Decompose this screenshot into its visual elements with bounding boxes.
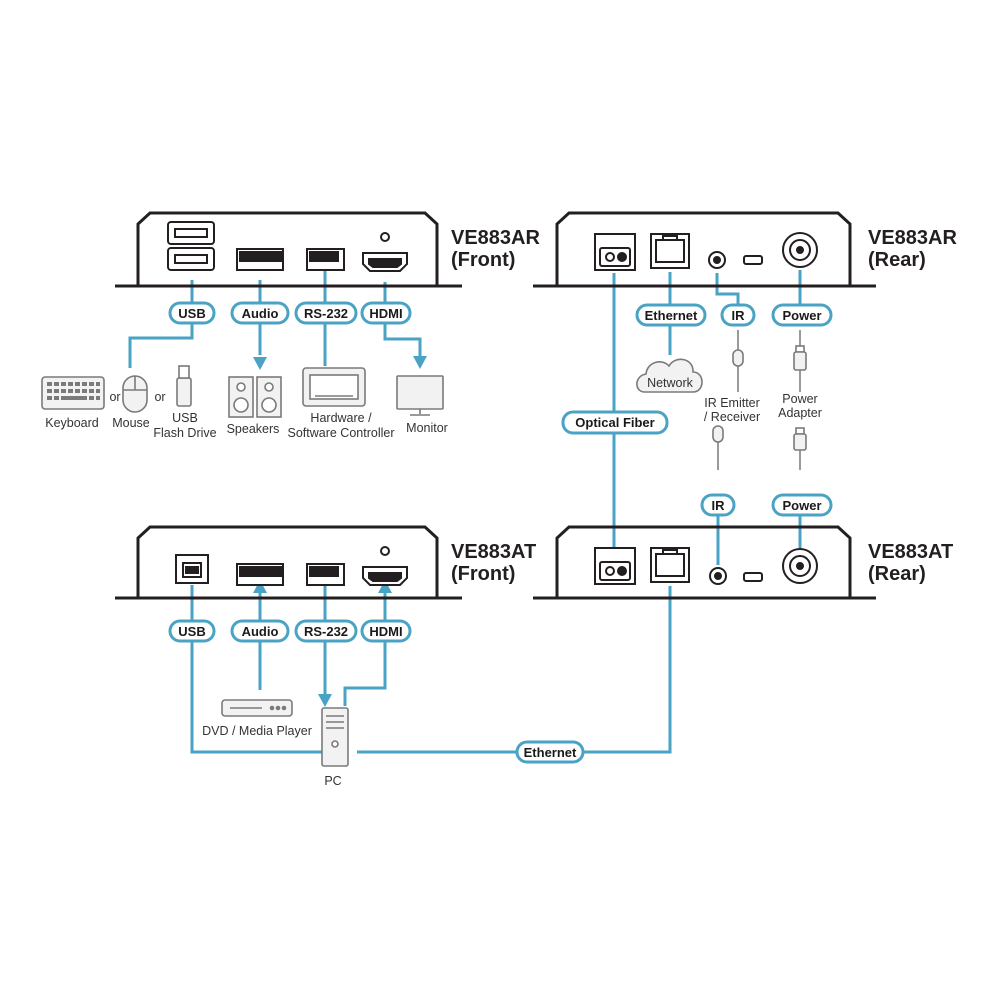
peripherals [41,345,807,767]
fiber-port-icon [594,233,636,271]
pill-at-hdmi: HDMI [369,624,402,639]
port-icons [167,221,818,586]
label-or-1: or [109,390,120,404]
label-power-adapter-line2: Adapter [778,406,822,420]
controller-icon [302,367,366,407]
label-speakers: Speakers [227,422,280,436]
label-ir-emitter-line2: / Receiver [704,410,760,424]
audio-terminal-icon [236,248,284,271]
label-usb-drive-line1: USB [172,411,198,425]
rs232-terminal-icon [306,248,345,271]
power-jack-icon [782,232,818,268]
audio-terminal-icon [236,563,284,586]
dvd-player-icon [221,699,293,717]
pill-optical-fiber: Optical Fiber [575,415,654,430]
cable-at-hdmi [343,591,387,706]
title-at-front-side: (Front) [451,563,515,585]
pill-ar-power: Power [782,308,821,323]
title-ar-front-model: VE883AR [451,227,540,249]
usb-a-port-icon [167,247,215,271]
unit-titles: VE883AR (Front) VE883AR (Rear) VE883AT (… [451,227,957,585]
keyboard-icon [41,376,105,410]
cable-at-ethernet [357,586,672,754]
pill-at-audio: Audio [242,624,279,639]
ethernet-port-icon [650,233,690,269]
label-mouse: Mouse [112,416,150,430]
mouse-icon [122,375,148,413]
title-at-rear-side: (Rear) [868,563,926,585]
label-usb-drive-line2: Flash Drive [153,426,216,440]
label-controller-line2: Software Controller [288,426,395,440]
usb-flash-drive-icon [176,365,192,407]
micro-usb-port-icon [743,572,763,582]
hdmi-port-icon [362,546,408,586]
housing-ar-rear [555,211,852,285]
pill-at-power: Power [782,498,821,513]
usb-a-port-icon [167,221,215,245]
port-pills: USB Audio RS-232 HDMI Ethernet IR Power … [168,301,833,764]
pill-at-rs232: RS-232 [304,624,348,639]
title-at-rear-model: VE883AT [868,541,953,563]
pill-ar-rs232: RS-232 [304,306,348,321]
title-ar-rear-model: VE883AR [868,227,957,249]
ir-receiver-icon [712,425,724,443]
label-dvd-player: DVD / Media Player [202,724,312,738]
label-keyboard: Keyboard [45,416,99,430]
label-network: Network [647,376,694,390]
ir-jack-icon [709,567,727,585]
label-ir-emitter-line1: IR Emitter [704,396,760,410]
pill-at-ir: IR [712,498,726,513]
label-pc: PC [324,774,341,788]
pill-ar-hdmi: HDMI [369,306,402,321]
title-ar-rear-side: (Rear) [868,249,926,271]
label-controller-line1: Hardware / [310,411,372,425]
cloud-icon [636,358,703,393]
speakers-icon [228,376,282,418]
label-power-adapter-line1: Power [782,392,817,406]
label-monitor: Monitor [406,421,448,435]
hdmi-port-icon [362,232,408,272]
housing-at-rear [555,525,852,597]
rs232-terminal-icon [306,563,345,586]
pill-link-ethernet: Ethernet [524,745,577,760]
cables [128,262,802,754]
peripheral-leads [717,330,801,470]
power-jack-icon [782,548,818,584]
pill-ar-ethernet: Ethernet [645,308,698,323]
housing-at-front [136,525,439,597]
ir-emitter-icon [732,349,744,367]
title-at-front-model: VE883AT [451,541,536,563]
title-ar-front-side: (Front) [451,249,515,271]
pill-ar-audio: Audio [242,306,279,321]
ir-jack-icon [708,251,726,269]
fiber-port-icon [594,547,636,585]
pc-tower-icon [321,707,349,767]
pill-ar-ir: IR [732,308,746,323]
pill-ar-usb: USB [178,306,205,321]
pill-at-usb: USB [178,624,205,639]
micro-usb-port-icon [743,255,763,265]
label-or-2: or [154,390,165,404]
ethernet-port-icon [650,547,690,583]
usb-b-port-icon [175,554,209,584]
housing-ar-front [136,211,439,285]
power-plug-icon [793,345,807,451]
device-housings [115,211,876,600]
monitor-icon [396,375,444,416]
peripheral-labels: Keyboard or Mouse or USB Flash Drive Spe… [45,376,822,788]
